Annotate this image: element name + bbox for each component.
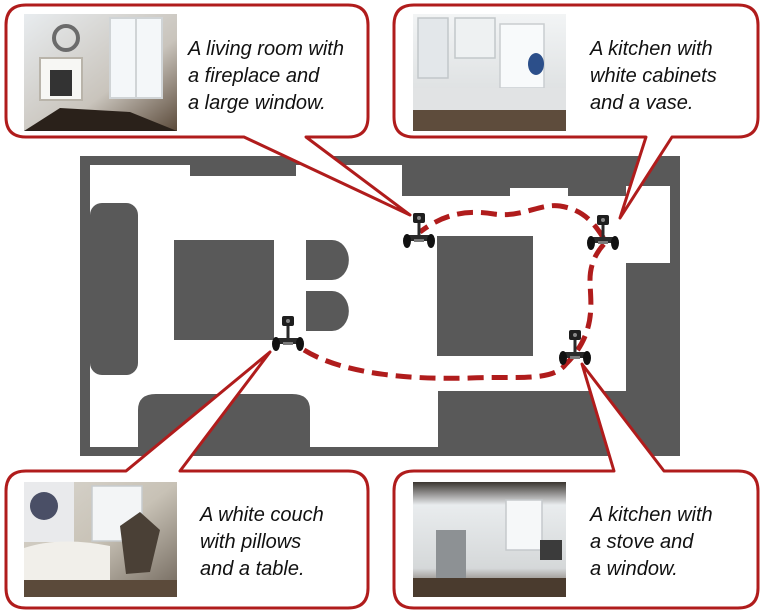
coffee-table [174, 240, 274, 340]
robot-trajectory-path [302, 203, 610, 381]
caption-line: A kitchen with [590, 38, 713, 60]
caption-line: and a vase. [590, 92, 694, 114]
caption-line: a stove and [590, 531, 694, 553]
robot-icon [403, 213, 435, 248]
caption-couch: A white couch with pillows and a table. [200, 502, 324, 583]
caption-kitchen-stove: A kitchen with a stove and a window. [590, 502, 713, 583]
callout-couch [4, 350, 370, 610]
kitchen-cabinets-photo [413, 14, 566, 131]
armchair-top [306, 240, 349, 280]
caption-line: a window. [590, 558, 678, 580]
robot-icon [559, 330, 591, 365]
callout-kitchen-stove [392, 362, 760, 610]
couch-photo [24, 482, 177, 597]
armchair-bottom [306, 291, 349, 331]
caption-line: A living room with [188, 38, 344, 60]
caption-line: a large window. [188, 92, 326, 114]
robot-icon [587, 215, 619, 250]
left-wall-furniture [90, 203, 138, 375]
caption-line: with pillows [200, 531, 302, 553]
robots-layer [272, 213, 619, 365]
callout-kitchen-vase [392, 3, 760, 220]
living-room-photo [24, 14, 177, 131]
caption-line: white cabinets [590, 65, 717, 87]
caption-line: a fireplace and [188, 65, 320, 87]
caption-living-room: A living room with a fireplace and a lar… [188, 36, 344, 117]
caption-line: and a table. [200, 558, 305, 580]
caption-line: A kitchen with [590, 504, 713, 526]
kitchen-stove-photo [413, 482, 566, 597]
callout-living-room [4, 3, 412, 217]
kitchen-island [437, 236, 533, 356]
caption-line: A white couch [200, 504, 324, 526]
robot-icon [272, 316, 304, 351]
caption-kitchen-vase: A kitchen with white cabinets and a vase… [590, 36, 717, 117]
